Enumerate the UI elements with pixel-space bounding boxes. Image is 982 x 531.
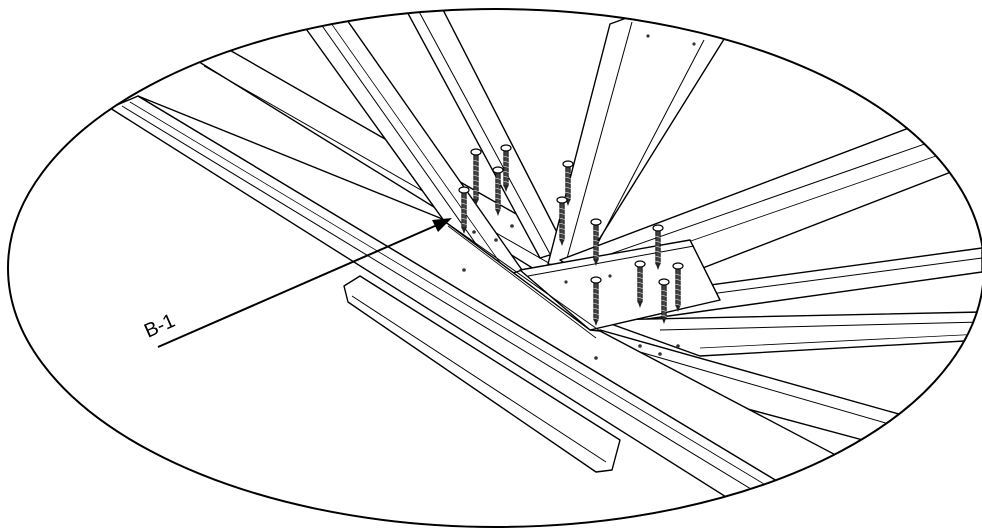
screw xyxy=(590,218,602,266)
callout-leader-line xyxy=(157,221,445,348)
screw xyxy=(458,186,470,234)
screw xyxy=(634,260,646,308)
callout-label: B-1 xyxy=(141,310,178,343)
right-lower-beam xyxy=(599,311,982,357)
screw xyxy=(652,224,664,270)
screw xyxy=(470,148,482,206)
screw xyxy=(492,166,504,216)
screw xyxy=(672,262,684,312)
callout-arrowhead xyxy=(432,218,452,232)
main-diagonal-beam xyxy=(109,95,981,527)
screw xyxy=(500,144,512,192)
hub-plate xyxy=(519,239,721,331)
detail-ellipse xyxy=(7,8,982,528)
exploded-view xyxy=(109,9,982,527)
screw xyxy=(658,278,670,324)
screw xyxy=(556,196,568,246)
screw-group xyxy=(458,144,684,326)
support-block xyxy=(343,275,621,473)
top-right-rafter xyxy=(547,15,727,271)
screw xyxy=(562,160,574,206)
screw xyxy=(590,276,602,326)
